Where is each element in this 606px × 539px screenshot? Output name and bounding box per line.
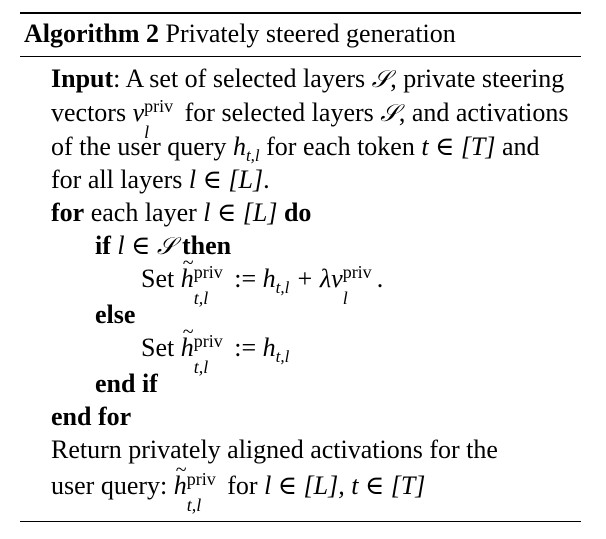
input-text-2c: , and activations [398, 98, 569, 127]
math-h-rhs-2: h [262, 333, 276, 362]
algorithm-label: Algorithm 2 [24, 19, 160, 48]
else-line: else [95, 298, 135, 332]
math-h-rhs-sub: t,l [275, 278, 290, 298]
input-text-3b: for each token [266, 132, 415, 161]
math-l-range-for: l ∈ [L] [203, 198, 278, 227]
do-keyword: do [283, 198, 312, 227]
set-word-1: Set [141, 264, 175, 293]
input-text-2b: for selected layers [184, 98, 374, 127]
math-assign: := [234, 264, 257, 293]
top-rule [20, 12, 581, 14]
endif-keyword: end if [95, 369, 158, 398]
return-line-1: Return privately aligned activations for… [51, 433, 498, 467]
math-h-rhs: h [262, 264, 276, 293]
title-rule [20, 56, 581, 57]
input-text-3a: of the user query [51, 132, 227, 161]
input-line-4: for all layers l ∈ [L]. [51, 165, 270, 194]
math-h-sub: t,l [245, 146, 260, 166]
bottom-rule [20, 521, 581, 522]
input-line-3: of the user query ht,l for each token t … [51, 130, 540, 164]
math-l-range: l ∈ [L] [188, 165, 264, 194]
return-text-2a: user query: [51, 471, 168, 500]
endif-line: end if [95, 367, 158, 401]
math-set-s-2: 𝒮 [380, 99, 399, 127]
math-plus-lambda: + λv [295, 264, 343, 293]
return-text-2b: for [227, 471, 258, 500]
math-v: v [132, 98, 145, 127]
input-line-1: Input: A set of selected layers 𝒮, priva… [51, 62, 564, 96]
math-assign-2: := [234, 333, 257, 362]
endfor-line: end for [51, 400, 131, 434]
if-line: if l ∈ 𝒮 then [95, 229, 231, 263]
algorithm-name: Privately steered generation [165, 19, 456, 48]
for-line: for each layer l ∈ [L] do [51, 196, 311, 230]
input-text-2a: vectors [51, 98, 127, 127]
input-text-1: : A set of selected layers [113, 64, 366, 93]
algorithm-title: Algorithm 2 Privately steered generation [24, 17, 456, 51]
math-set-s: 𝒮 [371, 65, 391, 93]
input-text-1b: , private steering [390, 64, 565, 93]
input-keyword: Input [51, 64, 114, 93]
math-h: h [232, 132, 246, 161]
math-h-rhs-sub-2: t,l [275, 347, 290, 367]
return-text-1: Return privately aligned activations for… [51, 435, 498, 464]
math-l-in: l ∈ [117, 231, 151, 260]
for-text: each layer [90, 198, 197, 227]
for-keyword: for [51, 198, 85, 227]
math-h-tilde-2: h [181, 315, 194, 365]
set-word-2: Set [141, 333, 175, 362]
math-h-tilde: h [181, 246, 194, 296]
math-set-s-if: 𝒮 [156, 232, 176, 260]
else-keyword: else [95, 300, 136, 329]
if-keyword: if [95, 231, 111, 260]
math-return-range: l ∈ [L], t ∈ [T] [264, 471, 426, 500]
math-h-tilde-3: h [174, 453, 187, 503]
endfor-keyword: end for [51, 402, 132, 431]
input-text-3c: and [502, 132, 540, 161]
math-t-range: t ∈ [T] [421, 132, 496, 161]
input-text-4a: for all layers [51, 165, 183, 194]
